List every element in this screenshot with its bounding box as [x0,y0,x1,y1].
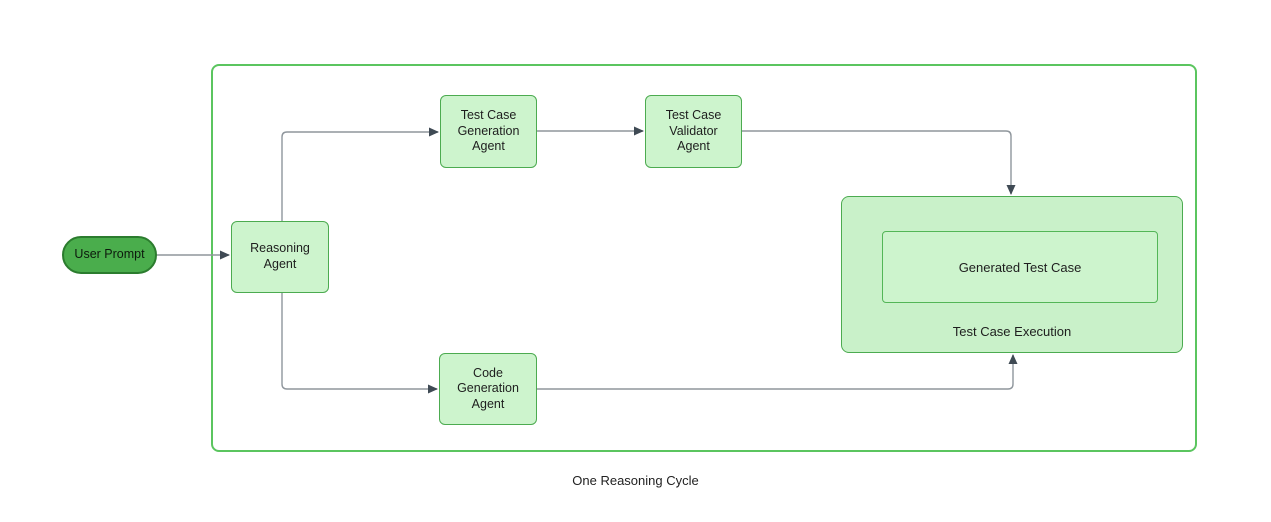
code-generation-agent-node: Code Generation Agent [439,353,537,425]
test-case-generation-agent-node: Test Case Generation Agent [440,95,537,168]
generated-test-case-node: Generated Test Case [882,231,1158,303]
code-generation-agent-label: Code Generation Agent [457,365,519,411]
test-case-validator-agent-node: Test Case Validator Agent [645,95,742,168]
generated-test-case-label: Generated Test Case [958,259,1082,275]
test-case-validator-agent-label: Test Case Validator Agent [665,108,722,154]
reasoning-agent-node: Reasoning Agent [231,221,329,293]
user-prompt-label: User Prompt [74,247,145,262]
test-case-generation-agent-label: Test Case Generation Agent [457,108,520,154]
user-prompt-node: User Prompt [62,236,157,274]
reasoning-agent-label: Reasoning Agent [250,241,310,271]
test-case-execution-label: Test Case Execution [952,324,1072,339]
test-case-execution-container: Generated Test Case Test Case Execution [841,196,1183,353]
diagram-caption: One Reasoning Cycle [572,473,699,488]
reasoning-cycle-container [211,64,1197,452]
